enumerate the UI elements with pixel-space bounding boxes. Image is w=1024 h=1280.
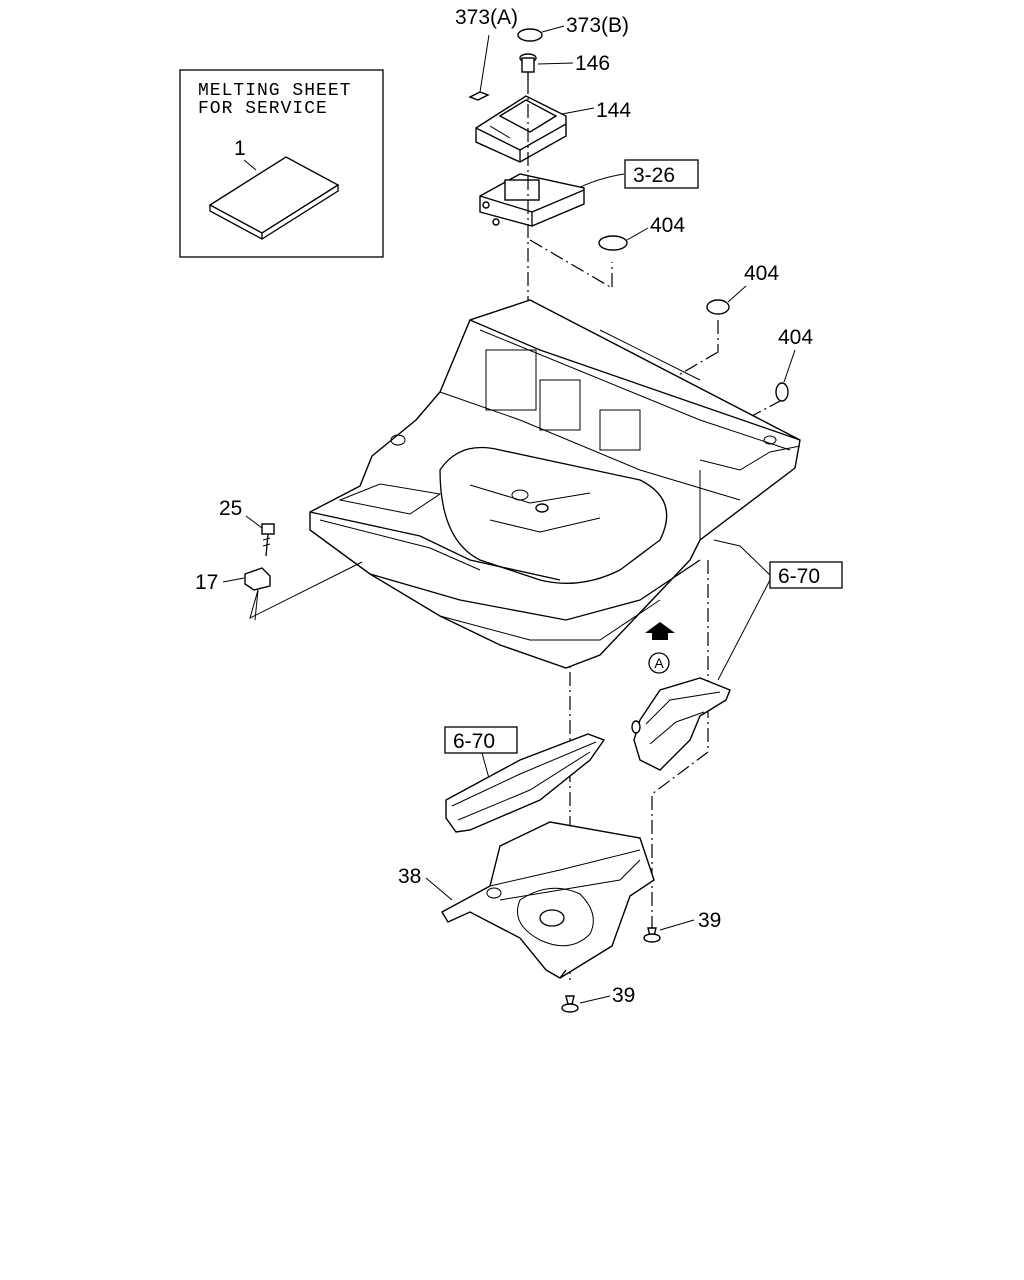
callout-373b: 373(B) xyxy=(566,14,629,37)
shift-console-parts: 373(A) 373(B) 146 144 3-26 xyxy=(455,6,699,227)
callout-1: 1 xyxy=(234,137,246,160)
melting-sheet-part xyxy=(208,156,340,240)
callout-39-right: 39 xyxy=(698,909,721,932)
clip-373a xyxy=(468,91,490,101)
callout-404-a: 404 xyxy=(650,214,685,237)
callout-6-70-left: 6-70 xyxy=(453,730,495,753)
callout-6-70-right: 6-70 xyxy=(778,565,820,588)
shifter-assembly-3-26 xyxy=(479,173,585,227)
plug-404-c: 404 xyxy=(775,326,813,402)
callout-144: 144 xyxy=(596,99,631,122)
inset-title-line2: FOR SERVICE xyxy=(198,99,328,119)
plug-404-b: 404 xyxy=(706,262,779,315)
cap-373b xyxy=(517,28,543,42)
clip-39-bottom: 39 xyxy=(561,984,635,1013)
shift-bracket-144 xyxy=(475,95,567,163)
bottom-cover-38 xyxy=(441,821,655,979)
inset-title-line1: MELTING SHEET xyxy=(198,81,351,101)
callout-404-b: 404 xyxy=(744,262,779,285)
callout-3-26: 3-26 xyxy=(633,164,675,187)
bolt-146 xyxy=(519,53,537,80)
left-front-rail xyxy=(445,733,606,833)
clip-39-right: 39 xyxy=(643,909,721,943)
callout-39-bottom: 39 xyxy=(612,984,635,1007)
callout-17: 17 xyxy=(195,571,218,594)
callout-404-c: 404 xyxy=(778,326,813,349)
callout-146: 146 xyxy=(575,52,610,75)
view-a-marker: A xyxy=(645,622,675,674)
callout-38: 38 xyxy=(398,865,421,888)
plug-404-a: 404 xyxy=(598,214,685,251)
bolt-25: 25 xyxy=(219,497,275,557)
view-label: A xyxy=(654,655,664,671)
nut-17: 17 xyxy=(195,567,271,594)
view-arrow-icon xyxy=(645,622,675,640)
callout-373a: 373(A) xyxy=(455,6,518,29)
callout-25: 25 xyxy=(219,497,242,520)
main-floor-panel xyxy=(309,299,801,669)
right-front-rail xyxy=(631,677,731,771)
melting-sheet-inset: MELTING SHEET FOR SERVICE 1 xyxy=(179,69,384,258)
